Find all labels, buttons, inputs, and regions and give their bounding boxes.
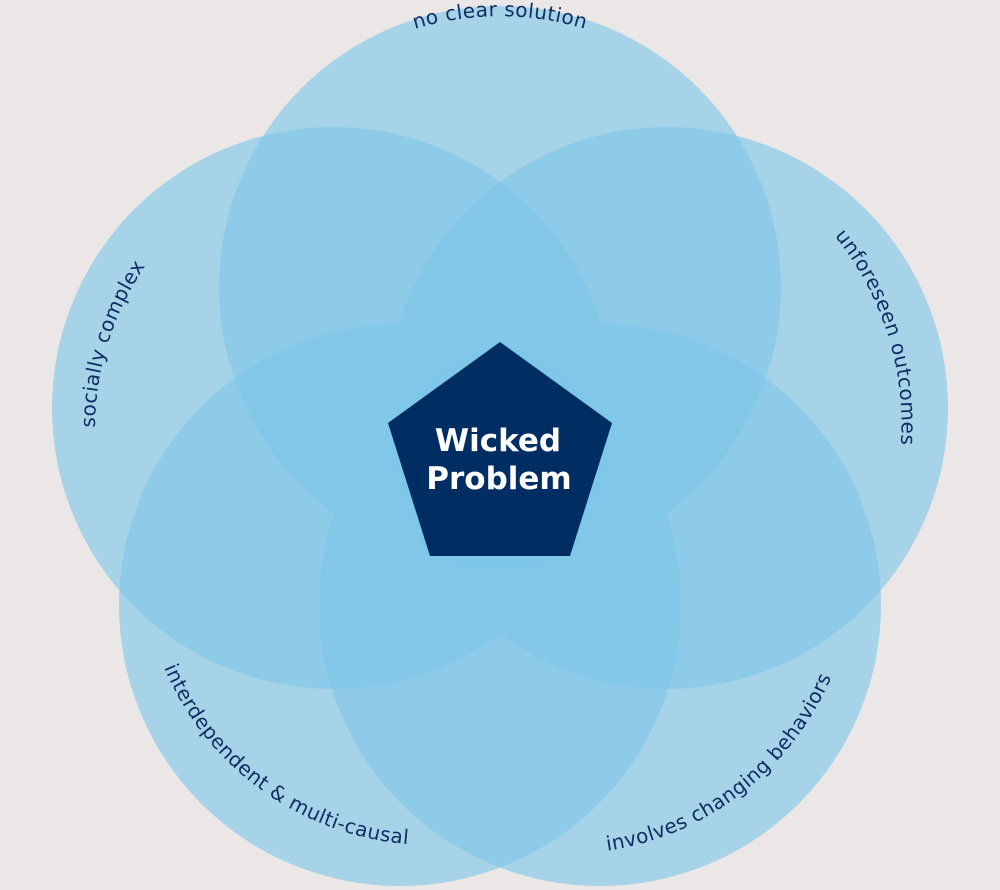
center-label-line-2: Problem xyxy=(426,461,571,497)
petal-circles xyxy=(52,6,948,886)
center-label-line-1: Wicked xyxy=(435,423,561,459)
center-label: Wicked Problem xyxy=(426,423,571,497)
center-pentagon xyxy=(388,342,612,556)
